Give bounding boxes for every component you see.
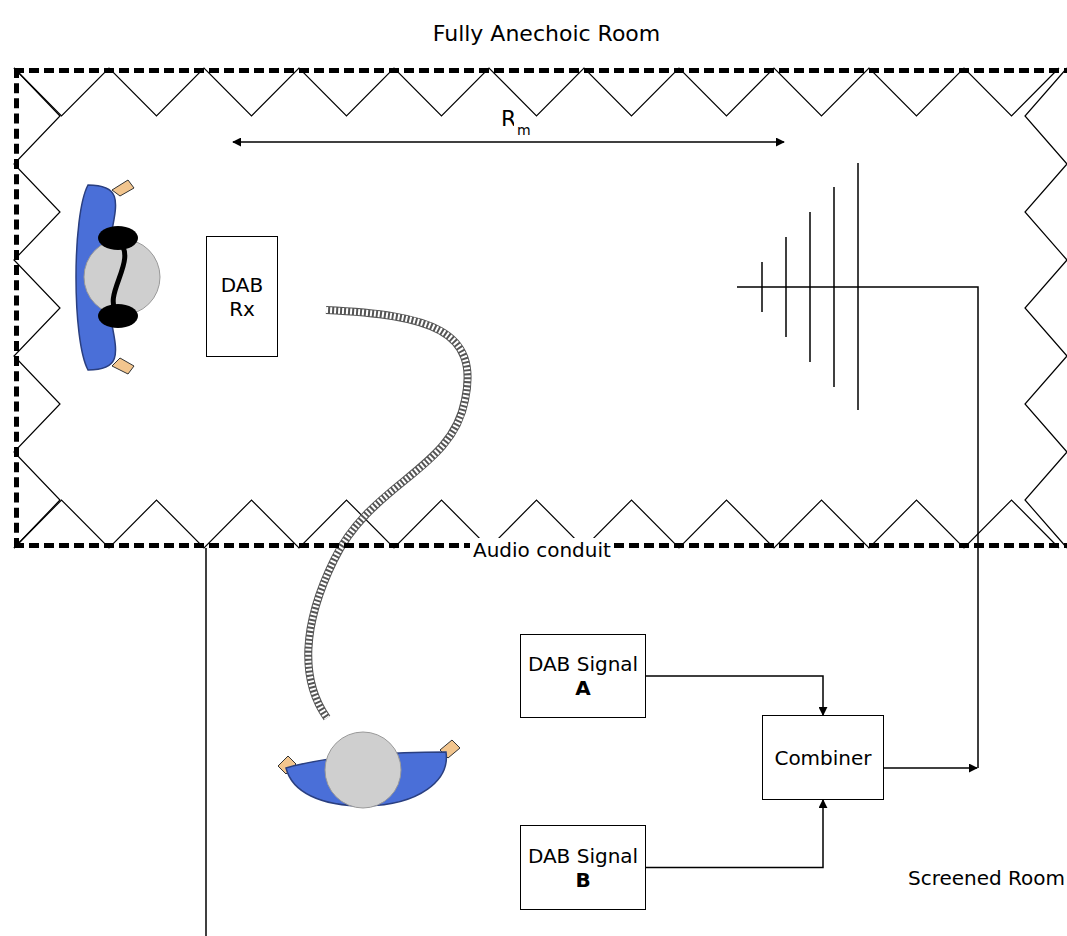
anechoic-room: Fully Anechoic RoomDAB Rx xyxy=(14,68,1067,548)
distance-arrow xyxy=(233,141,784,143)
combiner-output xyxy=(884,767,977,769)
absorber-wedge xyxy=(1025,68,1067,548)
signal-letter: A xyxy=(575,676,590,700)
audio-conduit xyxy=(308,310,467,718)
receiver-box: DAB Rx xyxy=(206,236,278,357)
distance-subscript: m xyxy=(514,122,534,138)
box-label: DAB Signal xyxy=(528,844,638,868)
absorber-wedge xyxy=(14,68,1059,116)
operator-figure xyxy=(278,732,460,808)
absorber-wedge xyxy=(14,68,60,548)
box-label: Combiner xyxy=(774,746,871,770)
signal-source-box: DAB SignalB xyxy=(520,825,646,910)
absorber-wedges xyxy=(14,68,1067,548)
listener-figure xyxy=(76,180,160,374)
screened-room-wall xyxy=(205,548,207,936)
signal-source-box: DAB SignalA xyxy=(520,634,646,718)
box-label: DAB Signal xyxy=(528,652,638,676)
combiner-box: Combiner xyxy=(762,715,884,800)
room-label: Screened Room xyxy=(905,866,1067,890)
antenna-symbol xyxy=(762,163,858,410)
signal-letter: B xyxy=(575,868,590,892)
signal-arrow xyxy=(646,676,823,715)
conduit-label: Audio conduit xyxy=(470,538,614,562)
room-title: Fully Anechoic Room xyxy=(19,21,1067,46)
box-label: DAB Rx xyxy=(211,273,273,321)
signal-arrow xyxy=(646,800,823,868)
